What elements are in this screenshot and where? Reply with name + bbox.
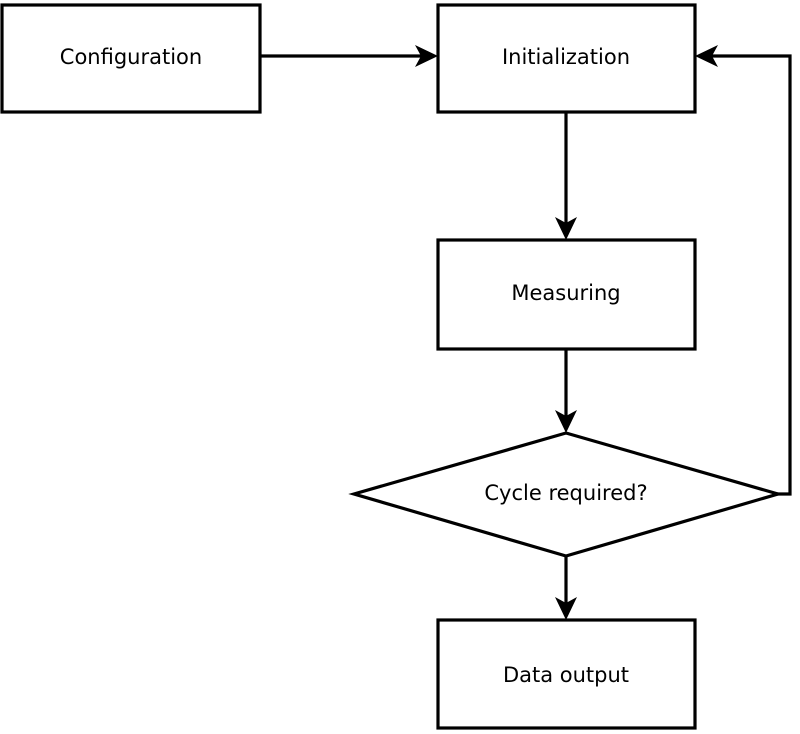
edge-initialization-to-measuring — [555, 112, 577, 240]
arrowhead-down-into-measuring — [555, 217, 577, 240]
measuring-box[interactable] — [436, 238, 697, 351]
node-cycle-required[interactable]: Cycle required? — [348, 431, 784, 558]
cycle-required-diamond[interactable] — [348, 431, 784, 558]
arrowhead-down-into-cycle-required — [555, 410, 577, 433]
arrowhead-left-into-initialization — [695, 45, 718, 67]
edge-line-cycle-required-to-initialization-feedback — [703, 54, 792, 496]
node-data-output[interactable]: Data output — [436, 618, 697, 730]
node-initialization[interactable]: Initialization — [436, 3, 697, 114]
edge-measuring-to-cycle-required — [555, 349, 577, 433]
edge-configuration-to-initialization — [260, 45, 438, 67]
cycle-required-label: Cycle required? — [484, 481, 647, 505]
data-output-box[interactable] — [436, 618, 697, 730]
initialization-box[interactable] — [436, 3, 697, 114]
edge-cycle-required-to-initialization-feedback — [695, 45, 792, 496]
arrowhead-down-into-data-output — [555, 597, 577, 620]
measuring-label: Measuring — [511, 281, 620, 305]
edge-cycle-required-to-data-output — [555, 556, 577, 620]
configuration-label: Configuration — [60, 45, 202, 69]
arrowhead-right-into-initialization — [415, 45, 438, 67]
node-measuring[interactable]: Measuring — [436, 238, 697, 351]
configuration-box[interactable] — [0, 3, 262, 114]
data-output-label: Data output — [503, 663, 629, 687]
initialization-label: Initialization — [502, 45, 630, 69]
node-configuration[interactable]: Configuration — [0, 3, 262, 114]
